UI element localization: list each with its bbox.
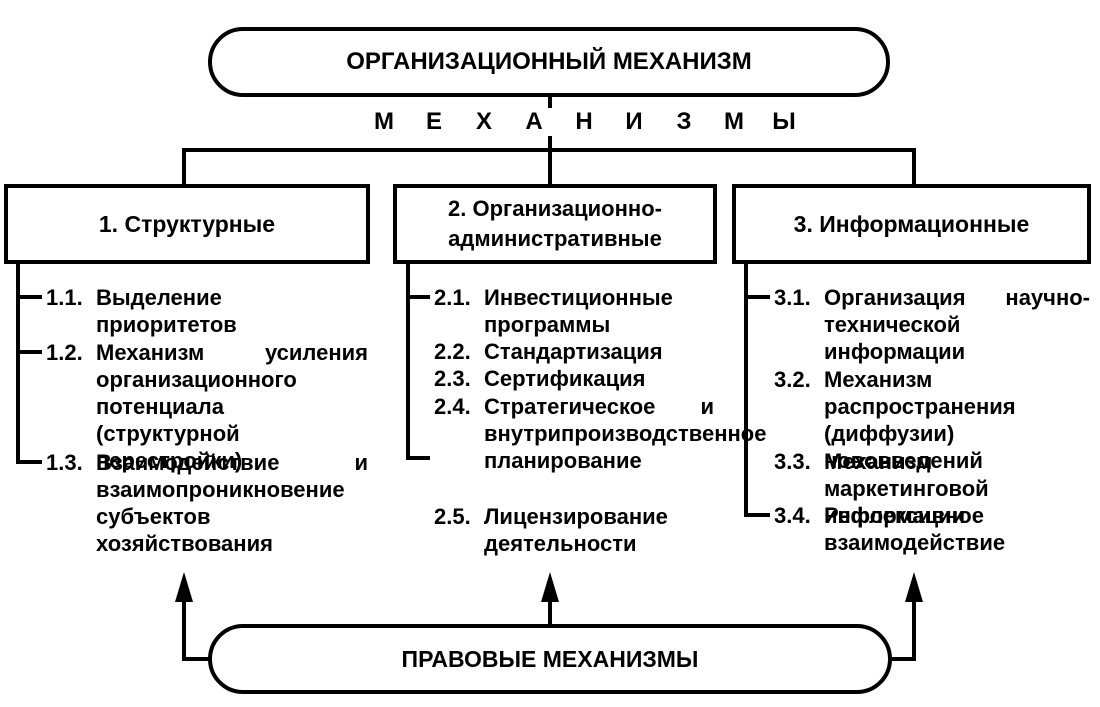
item-number: 2.4. [434,394,471,419]
item-number: 2.2. [434,339,471,364]
category-title: 2. Организационно-административные [448,196,662,251]
item-text: Механизм маркетинговой информации [824,449,989,528]
item-text: Рефлексивное взаимодействие [824,503,1006,555]
item-text: Инвестиционные программы [484,285,673,337]
mech-letter: А [515,108,553,136]
item-text: Механизм распространения (диффузии) ново… [824,367,1016,473]
item-number: 2.3. [434,366,471,391]
mech-letter: И [615,108,653,136]
mech-letter: Х [465,108,503,136]
mechanisms-spaced-label: М Е Х А Н И З М Ы [365,108,805,142]
category-title: 3. Информационные [793,210,1030,237]
item-text: Организация научно-технической информаци… [824,285,1090,364]
item-text: Стратегическое и внутрипроизводственное … [484,394,767,473]
item-number: 3.2. [774,367,811,392]
item-number: 1.1. [46,285,83,310]
top-title: ОРГАНИЗАЦИОННЫЙ МЕХАНИЗМ [346,48,752,75]
item-number: 3.4. [774,503,811,528]
category-box-structural: 1. Структурные [4,184,370,264]
bottom-title: ПРАВОВЫЕ МЕХАНИЗМЫ [401,645,699,672]
legal-mechanisms-box: ПРАВОВЫЕ МЕХАНИЗМЫ [208,624,892,694]
item-text: Выделение приоритетов [96,285,237,337]
item-number: 2.1. [434,285,471,310]
mech-letter: М [365,108,403,136]
item-text: Лицензирование деятельности [484,504,668,556]
mech-letter: З [665,108,703,136]
item-text: Сертификация [484,366,646,391]
category-box-organizational-administrative: 2. Организационно-административные [393,184,717,264]
item-number: 3.3. [774,449,811,474]
mech-letter: М [715,108,753,136]
organizational-mechanism-box: ОРГАНИЗАЦИОННЫЙ МЕХАНИЗМ [208,27,890,97]
mech-letter: Ы [765,108,803,136]
item-text: Взаимодействие и взаимопроникновение суб… [96,450,368,556]
item-number: 3.1. [774,285,811,310]
item-text: Стандартизация [484,339,663,364]
item-number: 1.2. [46,340,83,365]
category-title: 1. Структурные [98,210,276,237]
item-text: Механизм усиления организационного потен… [96,340,368,473]
category-box-informational: 3. Информационные [732,184,1091,264]
item-number: 2.5. [434,504,471,529]
item-number: 1.3. [46,450,83,475]
mech-letter: Е [415,108,453,136]
mech-letter: Н [565,108,603,136]
